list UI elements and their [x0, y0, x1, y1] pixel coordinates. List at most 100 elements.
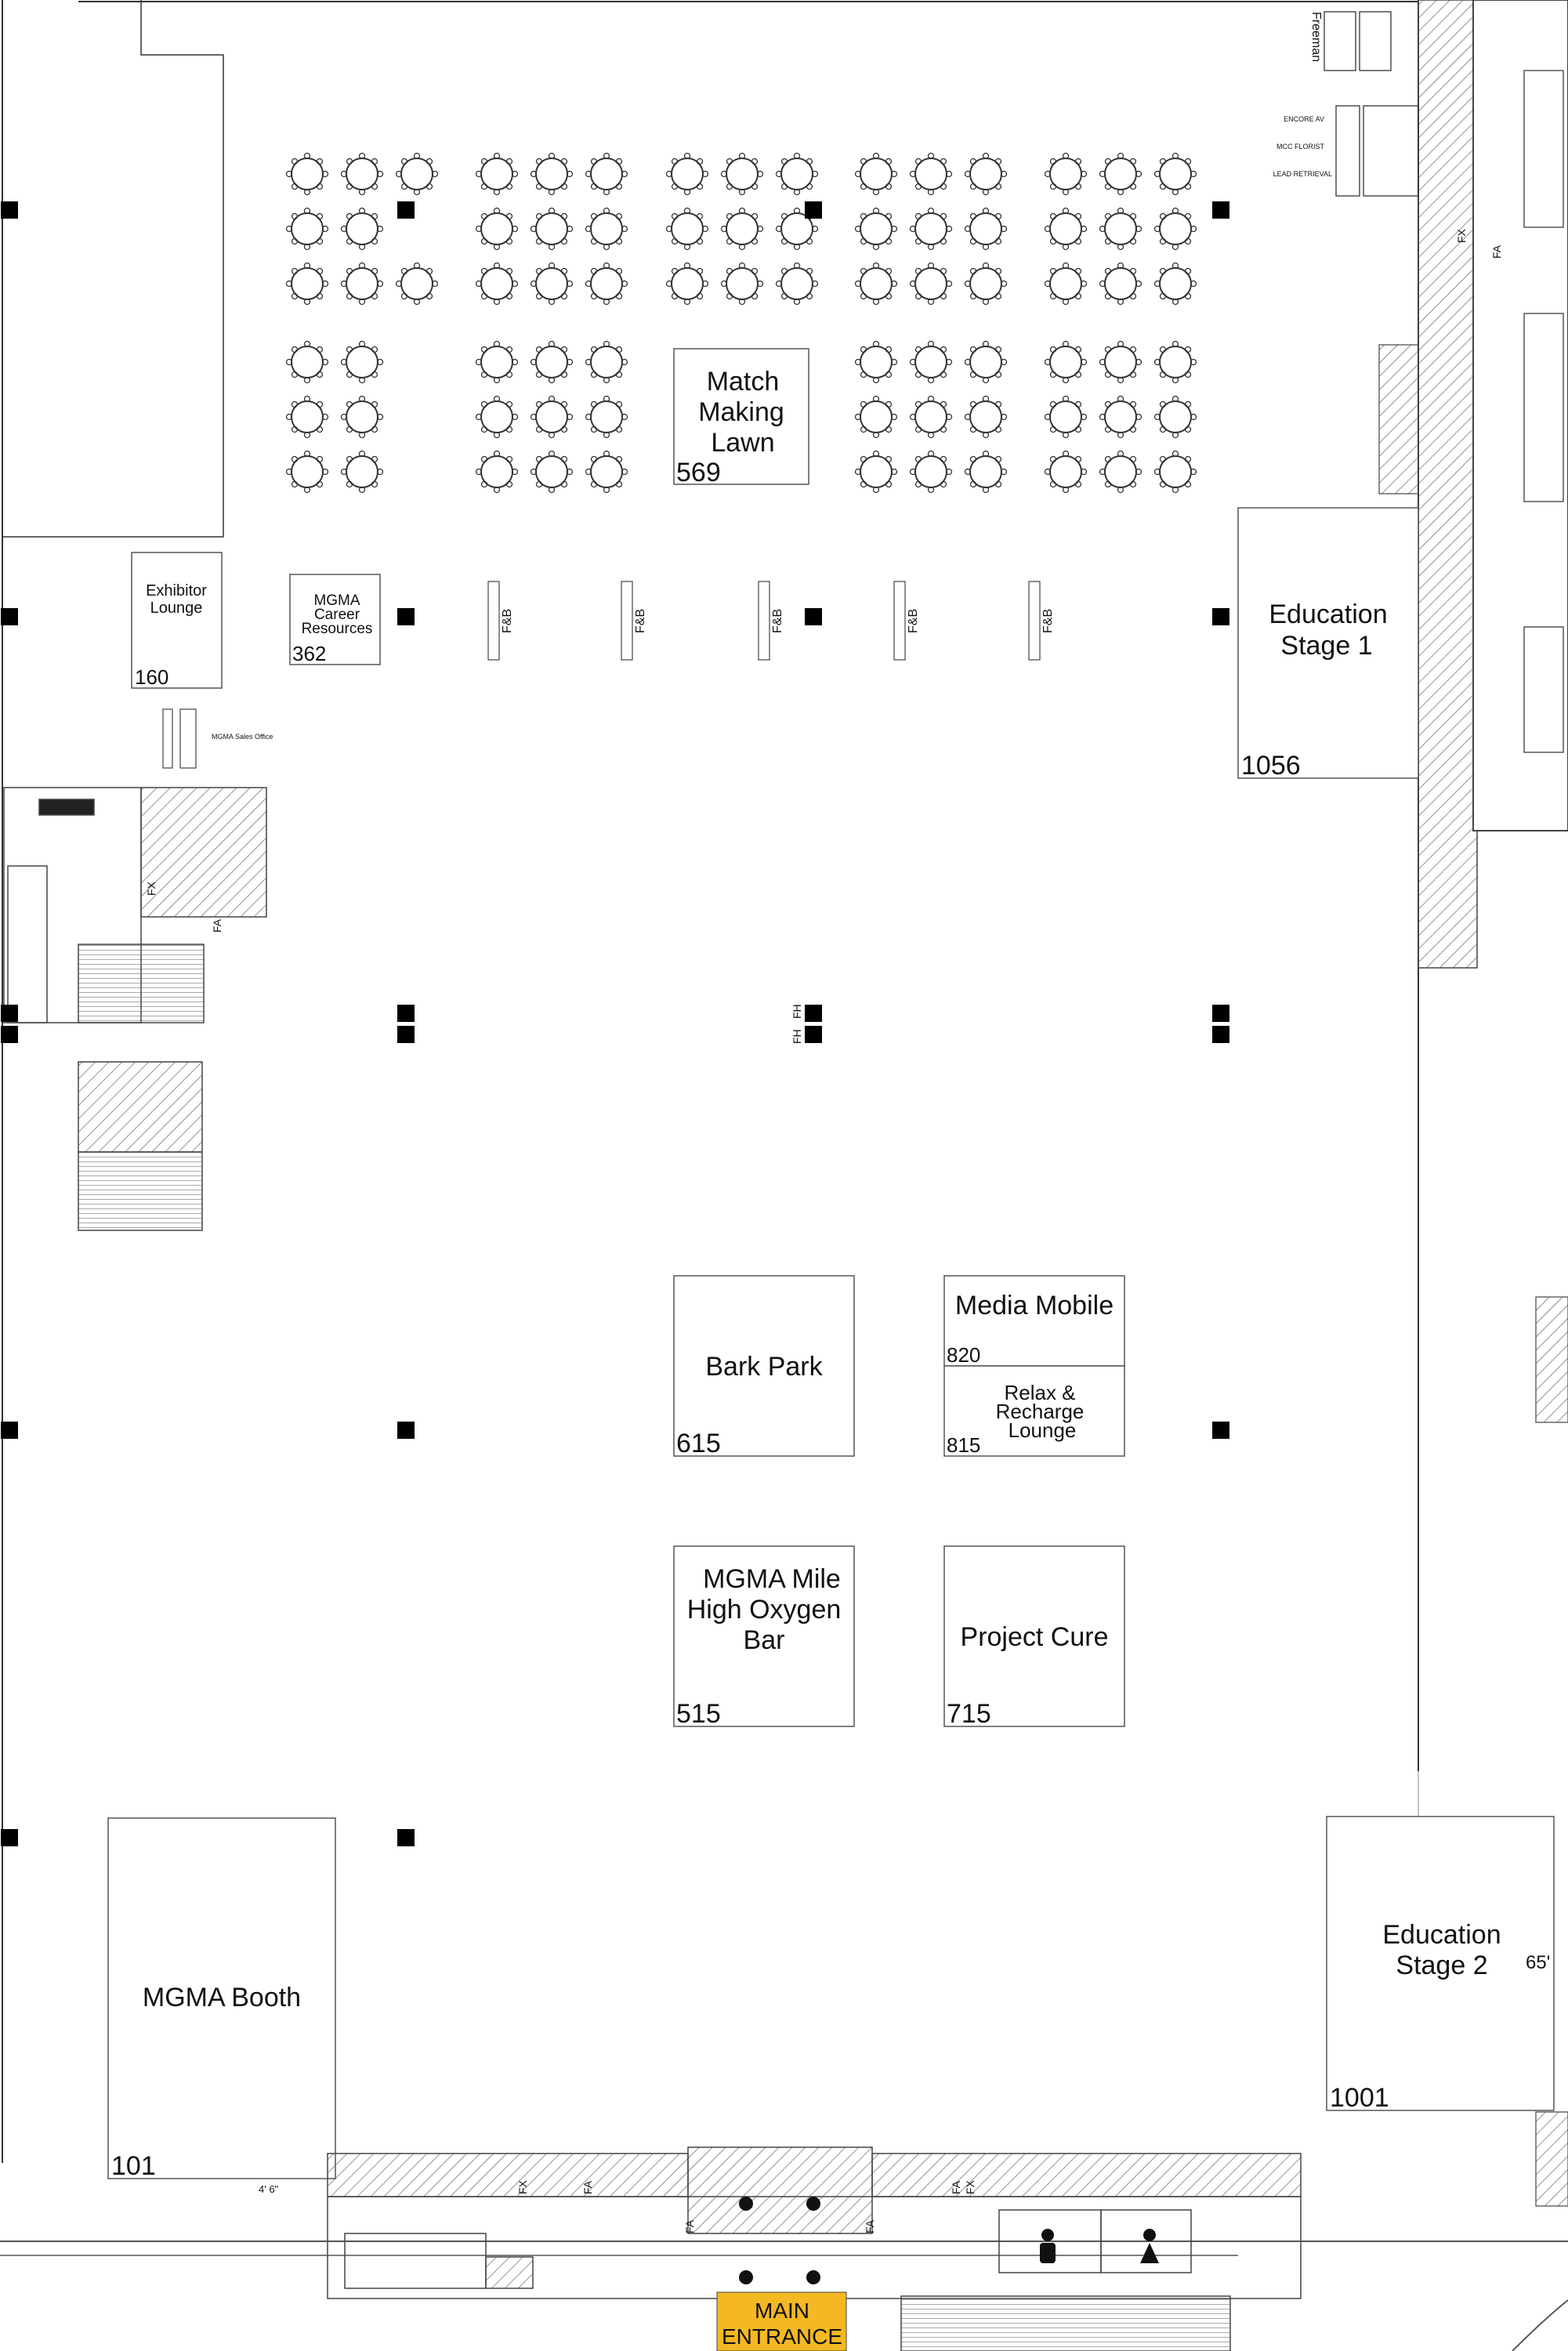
- booth-name: High Oxygen: [687, 1595, 842, 1625]
- round-table: [585, 207, 628, 251]
- round-table: [665, 262, 709, 306]
- booth-media-mobile[interactable]: Media Mobile 820: [943, 1275, 1125, 1367]
- booth-number: 820: [947, 1343, 980, 1367]
- florist-label: MCC FLORIST: [1276, 143, 1325, 150]
- fh-marker: FH: [791, 1004, 803, 1019]
- fa-marker: FA: [683, 2219, 696, 2233]
- booth-name: Recharge: [996, 1400, 1085, 1423]
- round-table: [530, 207, 574, 251]
- round-table: [1153, 395, 1197, 439]
- round-table: [964, 450, 1008, 494]
- booth-relax-lounge[interactable]: Relax & Recharge Lounge 815: [943, 1365, 1125, 1457]
- round-table: [909, 152, 953, 196]
- booth-number: 101: [111, 2151, 156, 2181]
- booth-name: Match: [707, 367, 780, 397]
- booth-name: Media Mobile: [955, 1291, 1114, 1320]
- booth-matchmaking-lawn[interactable]: Match Making Lawn 569: [673, 348, 809, 487]
- booth-name: Bark Park: [705, 1352, 823, 1382]
- fa-marker: FA: [864, 2219, 876, 2233]
- round-table: [1099, 450, 1143, 494]
- column-marker: [1212, 1005, 1229, 1022]
- booth-name: MGMA: [313, 592, 360, 609]
- south-wall: [0, 2146, 1568, 2351]
- round-table: [854, 207, 898, 251]
- round-table: [285, 450, 329, 494]
- round-table: [854, 152, 898, 196]
- booth-number: 715: [947, 1699, 991, 1729]
- round-table: [530, 395, 574, 439]
- round-table: [665, 207, 709, 251]
- fb-station: F&B: [893, 581, 920, 661]
- booth-name: Resources: [302, 621, 373, 637]
- booth-number: 615: [676, 1429, 721, 1458]
- vendor-kiosks: [1324, 11, 1419, 197]
- column-marker: [1212, 201, 1229, 219]
- booth-education-stage-1[interactable]: Education Stage 1 1056: [1237, 507, 1419, 781]
- booth-name: Education: [1269, 600, 1387, 629]
- booth-oxygen-bar[interactable]: MGMA Mile High Oxygen Bar 515: [673, 1545, 855, 1729]
- booth-number: 515: [676, 1699, 721, 1729]
- booth-project-cure[interactable]: Project Cure 715: [943, 1545, 1125, 1729]
- round-table: [1099, 395, 1143, 439]
- round-table: [585, 395, 628, 439]
- round-table: [530, 152, 574, 196]
- fb-label: F&B: [634, 609, 647, 633]
- fb-station: F&B: [487, 581, 514, 661]
- fb-station: F&B: [621, 581, 647, 661]
- entrance-columns: [739, 2197, 820, 2284]
- round-table: [475, 395, 519, 439]
- fb-station: F&B: [758, 581, 784, 661]
- column-marker: [1, 201, 18, 219]
- round-table: [909, 395, 953, 439]
- stage-dimension: 65': [1526, 1952, 1550, 1973]
- booth-name: MGMA Booth: [143, 1983, 301, 2012]
- sales-office-label: MGMA Sales Office: [212, 733, 273, 741]
- column-marker: [397, 201, 415, 219]
- dimension-note: 4' 6": [259, 2183, 279, 2195]
- booth-education-stage-2[interactable]: Education Stage 2 65' 1001: [1326, 1816, 1555, 2113]
- round-table: [720, 207, 764, 251]
- booth-number: 815: [947, 1433, 980, 1457]
- booth-name: MGMA Mile: [703, 1564, 841, 1594]
- entrance-label: ENTRANCE: [722, 2324, 842, 2349]
- column-marker: [1, 1005, 18, 1022]
- round-table: [1099, 340, 1143, 384]
- booth-name: Education: [1382, 1920, 1501, 1950]
- round-table: [340, 395, 384, 439]
- fx-marker: FX: [1455, 228, 1468, 243]
- round-table: [964, 207, 1008, 251]
- round-table: [665, 152, 709, 196]
- left-stair-block: [3, 787, 267, 1231]
- round-table: [530, 262, 574, 306]
- round-table: [1044, 395, 1088, 439]
- booth-bark-park[interactable]: Bark Park 615: [673, 1275, 855, 1458]
- main-entrance[interactable]: MAIN ENTRANCE: [716, 2291, 847, 2351]
- booth-mgma[interactable]: MGMA Booth 101: [107, 1817, 336, 2181]
- column-marker: [1, 1422, 18, 1439]
- round-table: [530, 340, 574, 384]
- column-marker: [1212, 1422, 1229, 1439]
- booth-name: Lawn: [711, 428, 774, 458]
- booth-career-resources[interactable]: MGMA Career Resources 362: [289, 574, 381, 665]
- fh-marker: FH: [791, 1029, 803, 1044]
- round-table: [285, 340, 329, 384]
- round-table: [340, 262, 384, 306]
- round-table: [585, 450, 628, 494]
- column-marker: [397, 1026, 415, 1043]
- round-table: [585, 262, 628, 306]
- column-marker: [1212, 608, 1229, 625]
- column-marker: [397, 608, 415, 625]
- round-table: [854, 395, 898, 439]
- round-table: [1044, 262, 1088, 306]
- booth-number: 569: [676, 458, 721, 487]
- round-table: [909, 207, 953, 251]
- round-table: [285, 395, 329, 439]
- round-table: [1044, 207, 1088, 251]
- booth-number: 1001: [1330, 2083, 1389, 2113]
- round-table: [854, 262, 898, 306]
- booth-exhibitor-lounge[interactable]: Exhibitor Lounge 160: [131, 552, 223, 689]
- fa-marker: FA: [211, 918, 223, 933]
- round-table: [340, 207, 384, 251]
- booth-name: Bar: [744, 1625, 785, 1655]
